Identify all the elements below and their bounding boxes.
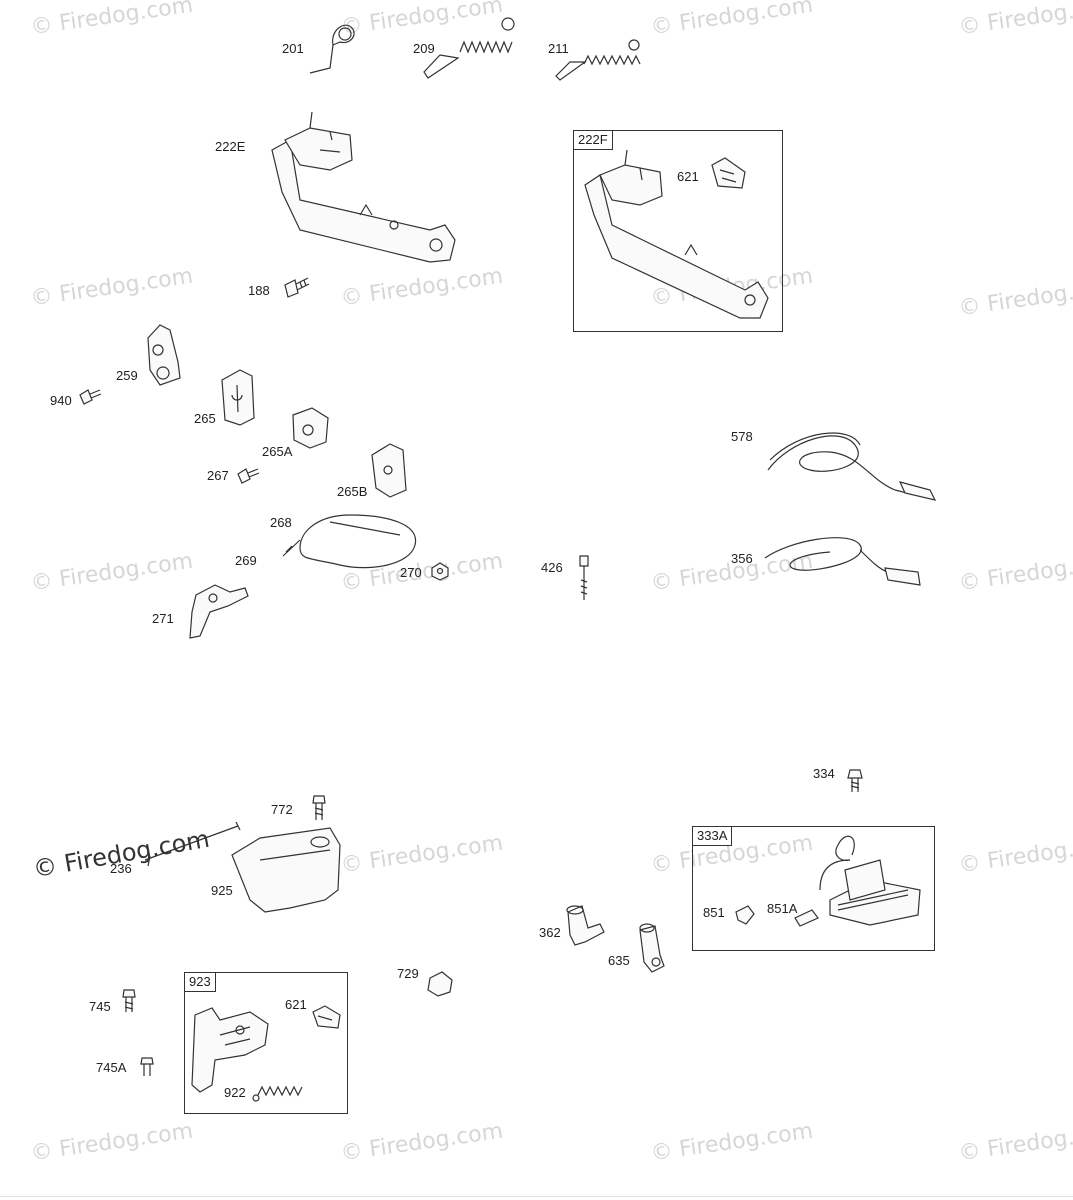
assembly-box-333A: 333A <box>692 826 935 951</box>
part-label: 265 <box>194 411 216 426</box>
part-label: 209 <box>413 41 435 56</box>
clip-621-icon <box>711 157 746 189</box>
part-label: 426 <box>541 560 563 575</box>
part-label: 745A <box>96 1060 127 1075</box>
screw-940-icon <box>79 389 102 405</box>
cable-268-icon <box>282 514 417 569</box>
assembly-box-222F: 222F <box>573 130 783 332</box>
connector-851A-icon <box>794 909 819 927</box>
part-label: 265B <box>337 484 368 499</box>
screw-745-icon <box>122 989 136 1012</box>
part-label: 188 <box>248 283 270 298</box>
part-label: 745 <box>89 999 111 1014</box>
part-label: 772 <box>271 802 293 817</box>
control-bracket-222F-icon <box>584 149 769 319</box>
fitting-729-icon <box>427 971 453 997</box>
spring-209-icon <box>423 17 515 79</box>
part-label: 356 <box>731 551 753 566</box>
assembly-label-333A: 333A <box>693 827 733 846</box>
spring-922-icon <box>252 1085 303 1102</box>
part-label: 925 <box>211 883 233 898</box>
part-label: 334 <box>813 766 835 781</box>
bolt-188-icon <box>284 277 310 298</box>
ignition-coil-333A-icon <box>819 835 921 926</box>
screw-267-icon <box>237 468 260 484</box>
clip-851-icon <box>735 905 755 925</box>
bolt-334-icon <box>847 769 863 792</box>
part-label: 578 <box>731 429 753 444</box>
assembly-box-923: 923 <box>184 972 348 1114</box>
part-label: 269 <box>235 553 257 568</box>
assembly-label-923: 923 <box>185 973 216 992</box>
control-bracket-222E-icon <box>271 111 456 263</box>
part-label: 621 <box>285 997 307 1012</box>
bracket-265B-icon <box>371 443 407 498</box>
assembly-label-222F: 222F <box>574 131 613 150</box>
wire-356-icon <box>764 537 921 586</box>
part-label: 267 <box>207 468 229 483</box>
screw-745A-icon <box>140 1057 154 1076</box>
screw-772-icon <box>312 795 326 820</box>
part-label: 222E <box>215 139 246 154</box>
lever-271-icon <box>189 584 249 639</box>
nut-270-icon <box>431 562 449 581</box>
part-label: 635 <box>608 953 630 968</box>
part-label: 270 <box>400 565 422 580</box>
part-label: 268 <box>270 515 292 530</box>
part-label: 621 <box>677 169 699 184</box>
part-label: 259 <box>116 368 138 383</box>
clip-621b-icon <box>312 1005 341 1029</box>
wire-578-icon <box>767 432 937 501</box>
part-label: 271 <box>152 611 174 626</box>
cover-925-icon <box>231 827 341 913</box>
part-label: 940 <box>50 393 72 408</box>
part-label: 362 <box>539 925 561 940</box>
part-label: 851 <box>703 905 725 920</box>
part-label: 729 <box>397 966 419 981</box>
plate-265-icon <box>221 369 255 426</box>
part-label: 211 <box>548 41 569 56</box>
bottom-divider <box>0 1196 1073 1197</box>
part-label: 236 <box>110 861 132 876</box>
bracket-259-icon <box>147 324 181 386</box>
spring-clip-201-icon <box>309 24 355 74</box>
spring-211-icon <box>555 39 641 81</box>
pin-426-icon <box>579 555 589 600</box>
part-label: 201 <box>282 41 304 56</box>
part-label: 922 <box>224 1085 246 1100</box>
governor-rod-236-icon <box>144 821 241 867</box>
part-label: 265A <box>262 444 293 459</box>
block-265A-icon <box>292 407 329 449</box>
spark-plug-boot-635-icon <box>639 923 665 973</box>
spark-plug-boot-362-icon <box>566 905 605 946</box>
lever-assembly-923-icon <box>191 1007 269 1093</box>
part-label: 851A <box>767 901 798 916</box>
